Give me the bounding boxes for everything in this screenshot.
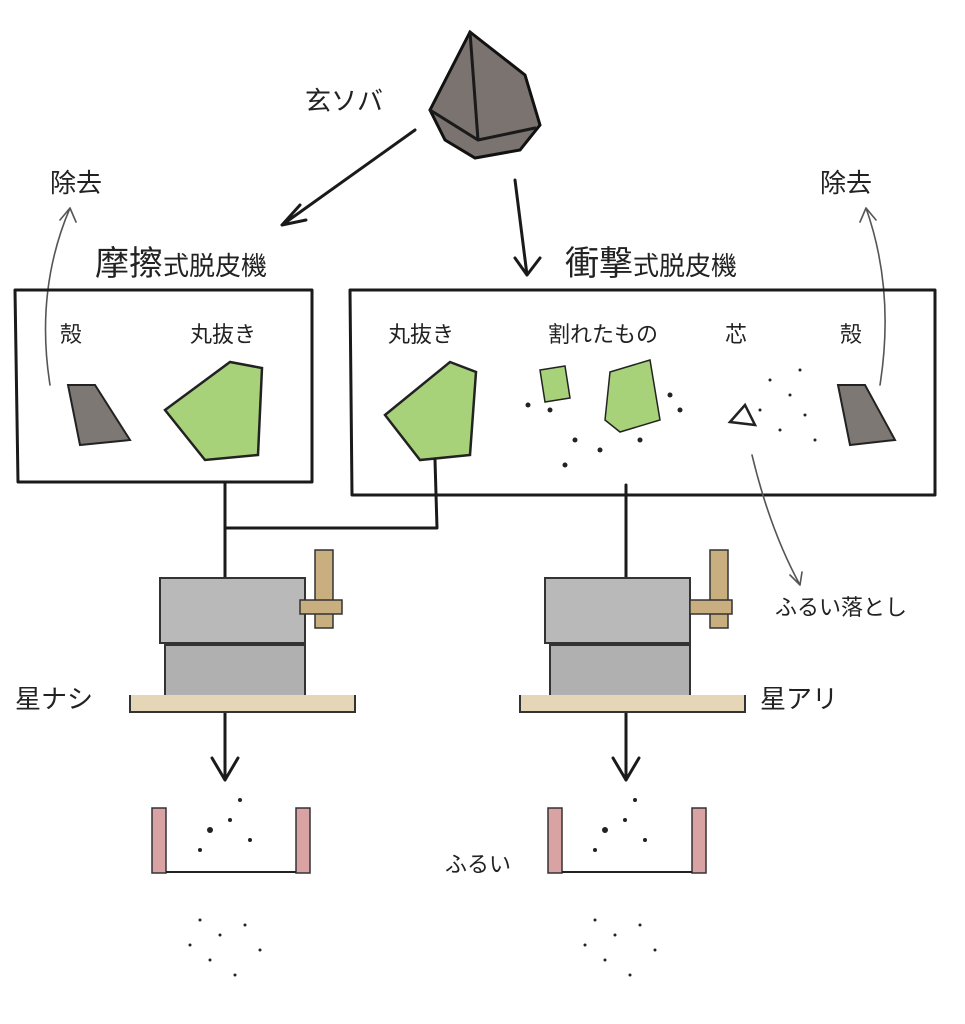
groat-label: 丸抜き bbox=[190, 323, 256, 348]
arrow-to-impact bbox=[513, 178, 542, 277]
core-label: 芯 bbox=[725, 323, 747, 348]
husk-icon bbox=[836, 384, 897, 447]
impact-dehuller-box bbox=[348, 288, 937, 497]
flour-particles bbox=[188, 918, 657, 977]
broken-label: 割れたもの bbox=[548, 323, 658, 348]
sieve-right bbox=[547, 798, 707, 874]
friction-dehuller-box bbox=[13, 288, 314, 484]
sift-off-arrow bbox=[751, 454, 803, 586]
broken-piece-icon bbox=[539, 365, 571, 403]
removal-label-right: 除去 bbox=[820, 169, 872, 199]
husk-icon bbox=[66, 384, 132, 447]
broken-piece-icon bbox=[604, 359, 661, 433]
groat-label: 丸抜き bbox=[388, 323, 454, 348]
core-icon bbox=[727, 402, 758, 427]
arrow-to-friction bbox=[280, 128, 417, 227]
sieve-left bbox=[151, 798, 311, 874]
stone-mill-left bbox=[129, 549, 356, 713]
stone-mill-right bbox=[519, 549, 746, 713]
merge-line bbox=[224, 458, 439, 530]
groat-icon bbox=[383, 360, 478, 462]
mill-right-label: 星アリ bbox=[760, 685, 838, 715]
husk-label: 殻 bbox=[60, 323, 82, 348]
impact-dehuller-title: 衝撃式脱皮機 bbox=[565, 244, 737, 284]
mill-left-label: 星ナシ bbox=[15, 685, 93, 715]
buckwheat-seed-icon bbox=[428, 29, 542, 160]
sieve-label: ふるい bbox=[445, 853, 511, 878]
sift-off-label: ふるい落とし bbox=[775, 596, 907, 621]
particles bbox=[525, 368, 817, 468]
raw-buckwheat-label: 玄ソバ bbox=[305, 87, 383, 117]
removal-arrow-right bbox=[859, 207, 886, 386]
removal-arrow-left bbox=[44, 207, 77, 386]
groat-icon bbox=[163, 360, 264, 462]
removal-label-left: 除去 bbox=[50, 169, 102, 199]
husk-label: 殻 bbox=[840, 323, 862, 348]
friction-dehuller-title: 摩擦式脱皮機 bbox=[95, 244, 267, 284]
